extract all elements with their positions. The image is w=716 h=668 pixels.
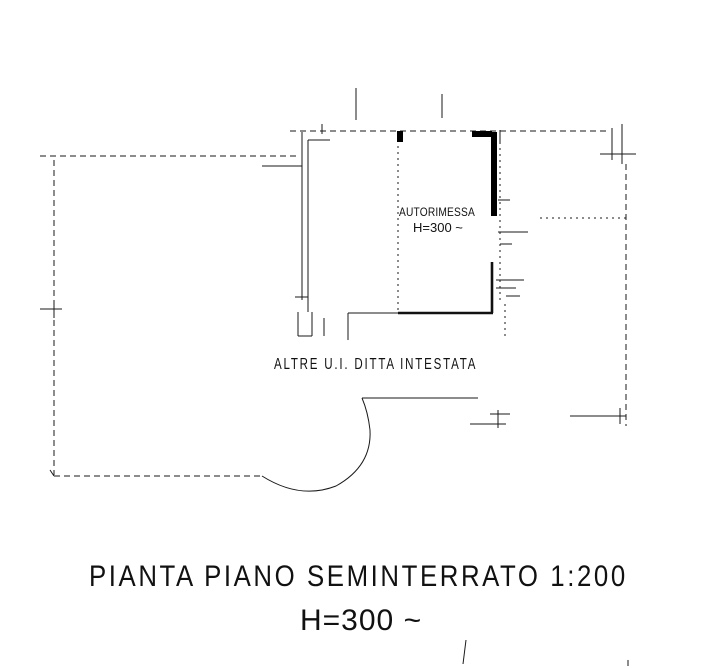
top-boundary <box>290 88 610 134</box>
other-units-label: ALTRE U.I. DITTA INTESTATA <box>274 356 478 373</box>
room-height-label: H=300 ~ <box>413 220 463 235</box>
room-name-label: AUTORIMESSA <box>399 205 475 219</box>
garage-room <box>347 130 528 340</box>
ramp-arc <box>261 397 510 492</box>
bottom-tick <box>462 639 467 665</box>
plan-height-label: H=300 ~ <box>300 604 423 637</box>
right-boundary <box>540 124 636 426</box>
left-wall-details <box>262 132 330 337</box>
outer-boundary-lines <box>40 155 300 477</box>
plan-title: PIANTA PIANO SEMINTERRATO 1:200 <box>89 560 628 593</box>
